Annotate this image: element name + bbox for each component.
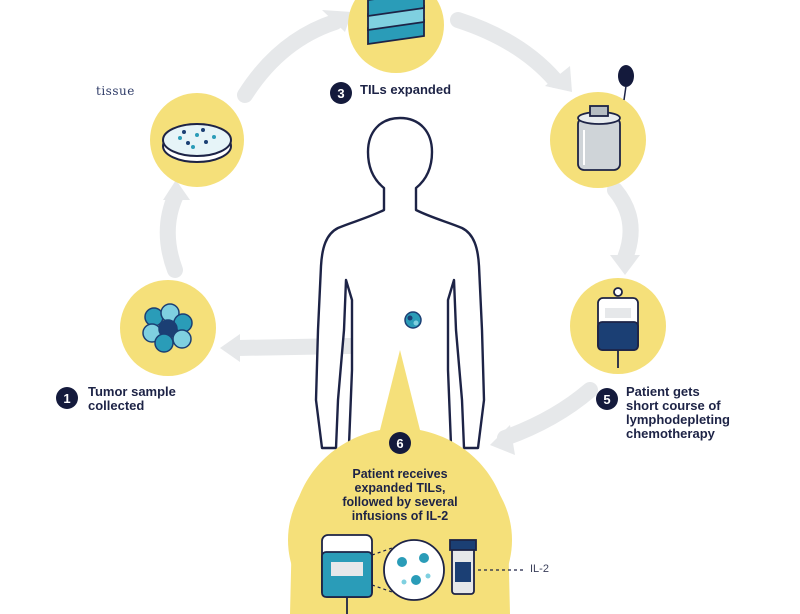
iv-bag-icon: [597, 287, 639, 368]
arrow-2-to-3: [237, 14, 343, 103]
arrowhead-step3-4: [545, 66, 572, 92]
arrowhead-step4-5: [610, 255, 640, 275]
step-5-number: 5: [596, 388, 618, 410]
arrow-5-to-6: [497, 382, 598, 446]
til-cells-magnified-icon: [371, 539, 445, 601]
il2-vial-icon: [449, 539, 524, 595]
tumor-cells-icon: [142, 303, 193, 353]
cryo-tank-icon: [577, 105, 621, 171]
step-3-circle: [348, 0, 444, 73]
body-tumor-icon: [404, 311, 422, 329]
step-1-number: 1: [56, 387, 78, 409]
arrow-4-to-5: [607, 182, 639, 266]
step-2-circle: [150, 93, 244, 187]
step-5-circle: [570, 278, 666, 374]
arrowhead-up-left: [163, 180, 190, 200]
arrow-1-to-2: [159, 187, 184, 278]
step-3-label: TILs expanded: [360, 82, 452, 97]
step-3-number: 3: [330, 82, 352, 104]
lid-icon: [618, 65, 634, 101]
infusion-bag-icon: [321, 534, 373, 614]
step-1-label: Tumor sample collected: [88, 384, 176, 413]
petri-dish-icon: [162, 123, 232, 163]
step-4-circle: [550, 92, 646, 188]
step-5-label: Patient gets short course of lymphodeple…: [626, 384, 730, 441]
step-6-label: Patient receives expanded TILs, followed…: [342, 467, 458, 523]
arrowhead-step5-6: [490, 425, 515, 455]
logo-text: tissue: [96, 84, 135, 98]
arrow-heads: [163, 10, 640, 455]
step-6-number: 6: [389, 432, 411, 454]
step-1-circle: [120, 280, 216, 376]
arrowhead-step2-3: [322, 10, 352, 32]
arrow-3-to-4: [450, 12, 563, 88]
arrowhead-to-step1: [220, 334, 240, 362]
il2-label: IL-2: [530, 563, 549, 575]
culture-flasks-icon: [367, 0, 425, 46]
